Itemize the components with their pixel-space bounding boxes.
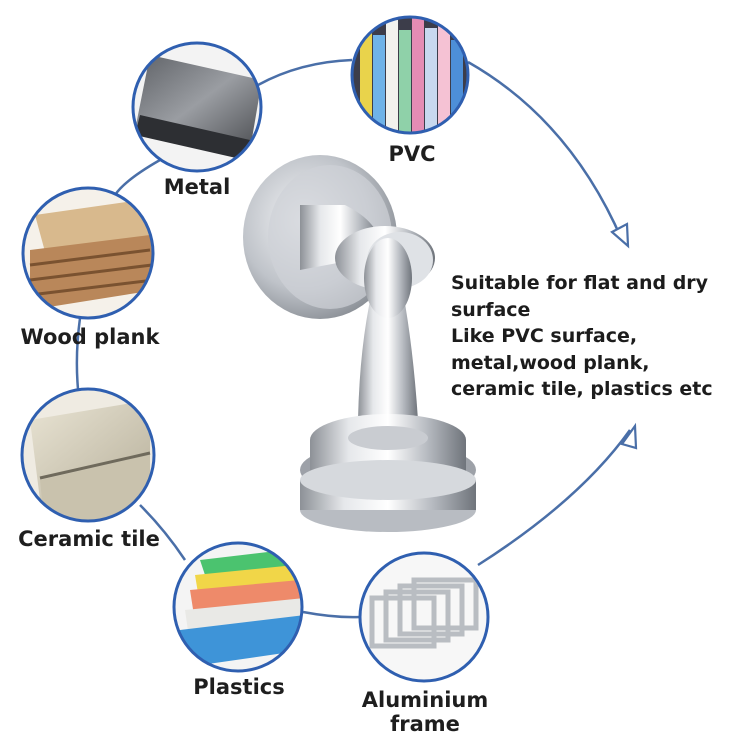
wood-plank-circle bbox=[21, 186, 155, 320]
plastics-label: Plastics bbox=[193, 675, 285, 699]
aluminium-frame-circle bbox=[358, 551, 490, 683]
plastics-circle bbox=[172, 541, 304, 673]
description-line: Like PVC surface, bbox=[451, 325, 638, 347]
metal-circle bbox=[131, 41, 263, 173]
description-line: Suitable for flat and dry bbox=[451, 272, 709, 294]
ceramic-tile-label: Ceramic tile bbox=[18, 527, 160, 551]
description-line: ceramic tile, plastics etc bbox=[451, 378, 713, 400]
wood-plank-image bbox=[23, 188, 153, 318]
pvc-image bbox=[352, 17, 468, 133]
metal-image bbox=[133, 43, 261, 171]
metal-label: Metal bbox=[163, 175, 231, 199]
aluminium-label-line-1: Aluminium bbox=[361, 688, 489, 712]
pvc-circle bbox=[350, 15, 470, 135]
plastics-image bbox=[174, 543, 302, 671]
wood-plank-label: Wood plank bbox=[20, 325, 160, 349]
pvc-label: PVC bbox=[388, 142, 436, 166]
aluminium-label-line-2: frame bbox=[390, 712, 460, 736]
aluminium-frame-image bbox=[360, 553, 488, 681]
description-line: surface bbox=[451, 298, 531, 321]
aluminium-frame-label: Aluminium frame bbox=[355, 688, 495, 736]
description-line: metal,wood plank, bbox=[451, 351, 650, 374]
arrow-head-icon bbox=[610, 222, 638, 450]
ceramic-tile-circle bbox=[20, 387, 156, 523]
description-text: Suitable for flat and dry surface Like P… bbox=[451, 270, 746, 403]
door-stopper-product bbox=[243, 155, 476, 532]
ceramic-tile-image bbox=[22, 389, 154, 521]
connector-ring bbox=[75, 58, 632, 619]
